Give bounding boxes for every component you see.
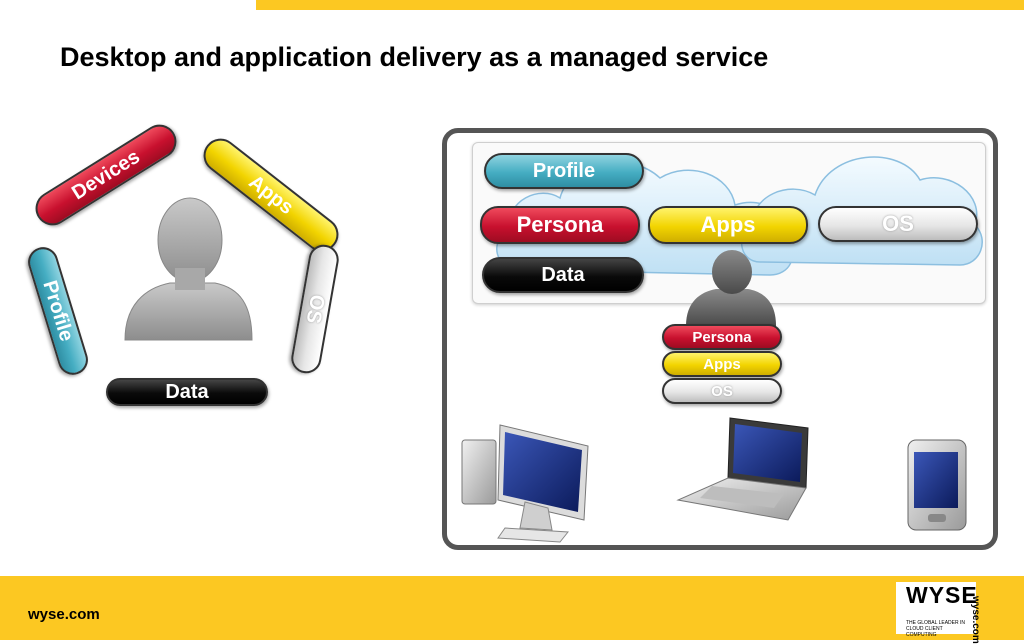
stack-os-pill: OS bbox=[662, 378, 782, 404]
cloud-os-pill: OS bbox=[818, 206, 978, 242]
top-accent-bar bbox=[256, 0, 1024, 10]
stack-persona-pill-label: Persona bbox=[692, 328, 752, 346]
left-user-figure bbox=[124, 197, 253, 341]
user-icon bbox=[124, 197, 253, 341]
handheld-device-icon bbox=[907, 439, 967, 531]
slide-title: Desktop and application delivery as a ma… bbox=[60, 42, 769, 72]
stack-apps-pill-label: Apps bbox=[703, 355, 741, 373]
cloud-data-pill-label: Data bbox=[541, 263, 585, 286]
left-diagram: Devices Apps OS Profile Data bbox=[0, 100, 400, 430]
stack-persona-pill: Persona bbox=[662, 324, 782, 350]
data-pill: Data bbox=[106, 378, 268, 406]
side-url-text: wyse.com bbox=[970, 596, 981, 644]
cloud-profile-pill: Profile bbox=[484, 153, 644, 189]
wyse-logo-tagline: THE GLOBAL LEADER IN CLOUD CLIENT COMPUT… bbox=[906, 620, 965, 638]
cloud-persona-pill-label: Persona bbox=[516, 212, 604, 237]
stack-os-pill-label: OS bbox=[711, 382, 733, 400]
cloud-user-icon bbox=[686, 250, 776, 326]
wyse-logo-word: WYSE bbox=[906, 582, 978, 608]
footer-bar bbox=[0, 576, 1024, 640]
cloud-data-pill: Data bbox=[482, 257, 644, 293]
laptop-icon bbox=[676, 417, 809, 521]
cloud-os-pill-label: OS bbox=[882, 211, 914, 236]
cloud-profile-pill-label: Profile bbox=[532, 159, 596, 182]
wyse-logo bbox=[896, 582, 976, 634]
cloud-apps-pill: Apps bbox=[648, 206, 808, 244]
cloud-persona-pill: Persona bbox=[480, 206, 640, 244]
footer-url-link[interactable]: wyse.com bbox=[28, 606, 100, 623]
data-pill-label: Data bbox=[165, 380, 209, 403]
cloud-apps-pill-label: Apps bbox=[700, 212, 756, 237]
stack-apps-pill: Apps bbox=[662, 351, 782, 377]
desktop-computer-icon bbox=[461, 424, 589, 543]
